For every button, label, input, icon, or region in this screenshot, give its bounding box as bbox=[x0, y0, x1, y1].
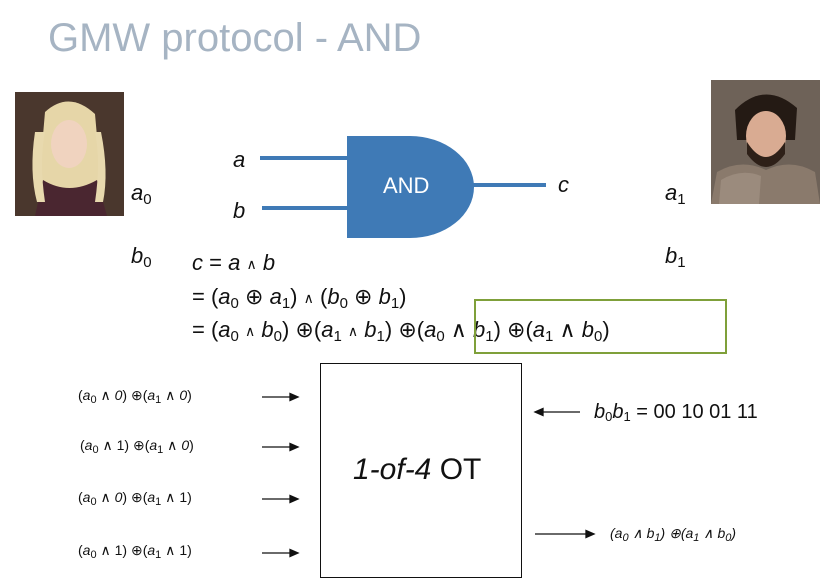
page-title: GMW protocol - AND bbox=[48, 16, 422, 60]
left-a-share: a0 bbox=[131, 180, 152, 208]
gate-input-b-label: b bbox=[233, 198, 246, 223]
ot-input-arrows bbox=[262, 392, 596, 558]
gate-input-a-label: a bbox=[233, 147, 246, 172]
and-gate-label: AND bbox=[383, 173, 430, 198]
cross-term-highlight bbox=[474, 299, 727, 354]
portrait-photo-left bbox=[15, 92, 124, 216]
portrait-photo-right bbox=[711, 80, 820, 204]
ot-input-2: (a0 ∧ 1) ⊕(a1 ∧ 0) bbox=[80, 437, 194, 456]
ot-label: 1-of-4 OT bbox=[353, 453, 482, 486]
ot-choice-input: b0b1 = 00 10 01 11 bbox=[594, 401, 758, 424]
portrait-left bbox=[15, 92, 124, 216]
right-a-share: a1 bbox=[665, 180, 686, 208]
left-b-share: b0 bbox=[131, 243, 152, 271]
equation-line-3: = (a0 ∧ b0) ⊕(a1 ∧ b1) ⊕(a0 ∧ b1) ⊕(a1 ∧… bbox=[192, 317, 610, 345]
portrait-right bbox=[711, 80, 820, 204]
and-gate-body bbox=[347, 136, 474, 238]
ot-input-1: (a0 ∧ 0) ⊕(a1 ∧ 0) bbox=[78, 387, 192, 406]
right-b-share: b1 bbox=[665, 243, 686, 271]
ot-output: (a0 ∧ b1) ⊕(a1 ∧ b0) bbox=[610, 525, 737, 544]
ot-box bbox=[320, 363, 522, 578]
ot-input-3: (a0 ∧ 0) ⊕(a1 ∧ 1) bbox=[78, 489, 192, 508]
equation-line-2: = (a0 ⊕ a1) ∧ (b0 ⊕ b1) bbox=[192, 284, 407, 312]
gate-output-label: c bbox=[558, 172, 569, 197]
ot-input-4: (a0 ∧ 1) ⊕(a1 ∧ 1) bbox=[78, 542, 192, 561]
equation-line-1: c = a ∧ b bbox=[192, 250, 276, 275]
